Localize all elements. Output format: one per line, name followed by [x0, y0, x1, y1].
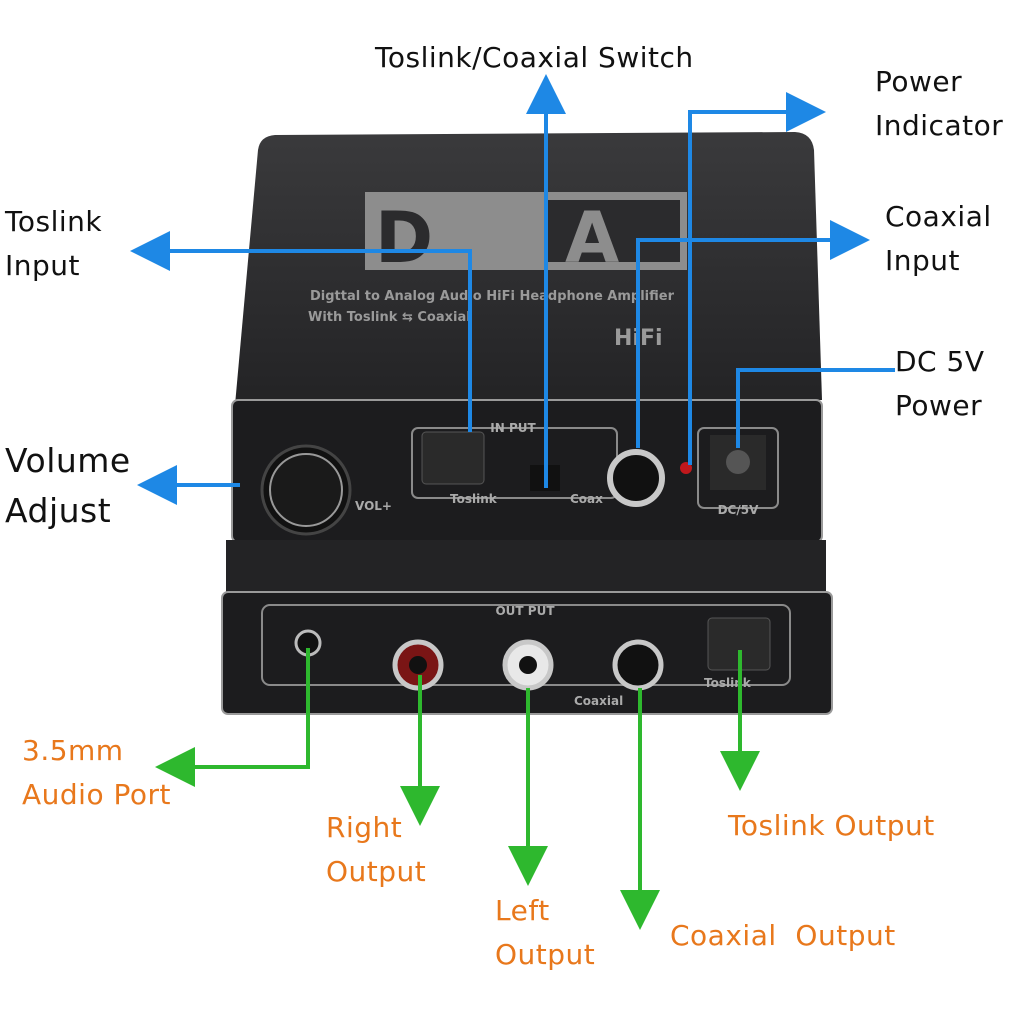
device-subtitle: Digttal to Analog Audio HiFi Headphone A… — [310, 289, 675, 304]
label-line: Audio Port — [22, 778, 171, 811]
label-line: Right — [326, 811, 403, 844]
arrow-audio-port — [155, 648, 310, 787]
arrow-toslink-input — [130, 231, 472, 432]
label-line: Toslink — [5, 205, 103, 238]
label-coaxial-output: Coaxial Output — [670, 919, 896, 952]
coax-label: Coax — [570, 492, 603, 506]
device-subtitle-2: With Toslink ⇆ Coaxial — [308, 310, 471, 325]
label-toslink-output: Toslink Output — [728, 809, 935, 842]
logo-a: A — [565, 197, 619, 279]
label-line: Volume — [5, 441, 131, 480]
label-line: Indicator — [875, 109, 1004, 142]
coaxial-input-port — [607, 449, 665, 507]
dc-label: DC/5V — [718, 503, 760, 517]
label-line: Left — [495, 894, 550, 927]
output-label: OUT PUT — [495, 604, 555, 618]
label-line: Input — [5, 249, 81, 282]
arrow-power-indicator — [688, 92, 826, 465]
arrow-coaxial-input — [636, 220, 870, 448]
label-dc-power: DC 5V Power — [895, 340, 984, 428]
label-switch: Toslink/Coaxial Switch — [375, 41, 694, 74]
label-line: Output — [326, 855, 427, 888]
label-line: Output — [495, 938, 596, 971]
label-line: Input — [885, 244, 961, 277]
toslink-input-port — [421, 431, 485, 485]
label-line: Coaxial — [885, 200, 992, 233]
label-line: Adjust — [5, 491, 112, 530]
input-label: IN PUT — [490, 421, 536, 435]
label-line: Power — [875, 65, 963, 98]
label-line: DC 5V — [895, 345, 985, 378]
coaxial-out-label: Coaxial — [574, 694, 623, 708]
logo-d: D — [375, 197, 433, 279]
coaxial-output-port — [612, 639, 664, 691]
label-line: 3.5mm — [22, 734, 124, 767]
vol-label: VOL+ — [355, 499, 392, 513]
device-body — [226, 540, 826, 592]
label-line: Power — [895, 389, 983, 422]
toslink-out-label: Toslink — [704, 676, 752, 690]
toslink-label: Toslink — [450, 492, 498, 506]
arrow-dc-power — [736, 368, 895, 448]
